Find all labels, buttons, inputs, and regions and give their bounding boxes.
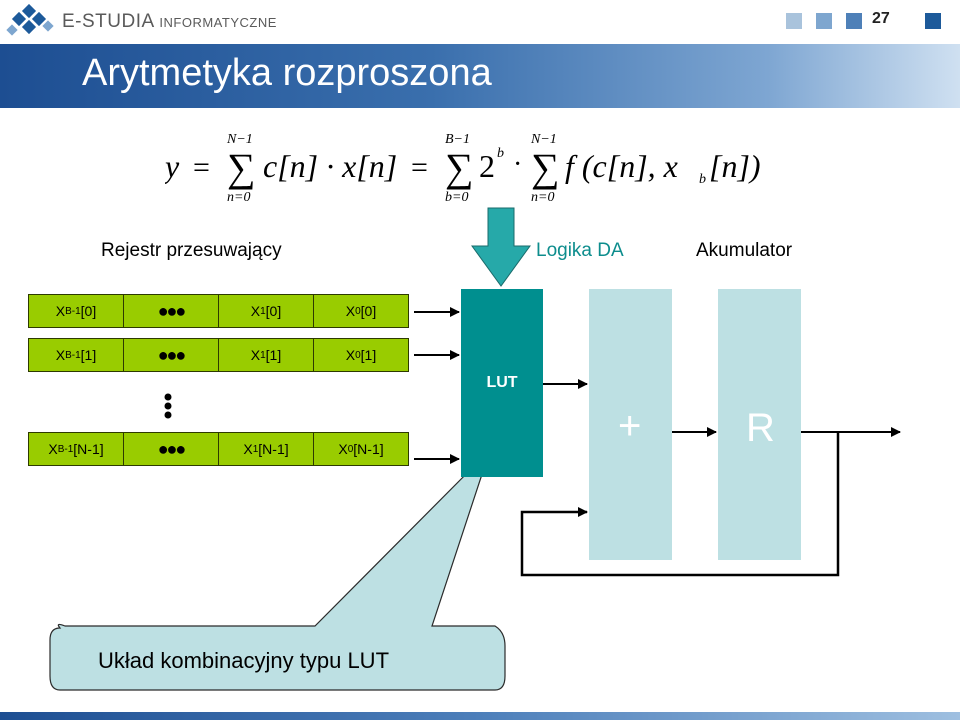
header-square-1: [786, 13, 802, 29]
logo-text: E-STUDIA INFORMATYCZNE: [62, 11, 277, 33]
bottom-bar: [0, 712, 960, 720]
formula-f-sub: b: [699, 172, 706, 187]
lut-label: LUT: [486, 374, 518, 391]
formula-f-end: [n]): [709, 148, 761, 184]
header-square-3: [846, 13, 862, 29]
register-cell-dots: ●●●: [123, 432, 219, 466]
register-block: [718, 289, 801, 560]
adder-block: [589, 289, 672, 560]
logo-icon: [6, 4, 54, 36]
formula-eq1: =: [193, 151, 210, 184]
adder-symbol: +: [618, 404, 642, 448]
formula: y = N−1 ∑ n=0 c[n] · x[n] = B−1 ∑ b=0 2 …: [165, 132, 761, 205]
header-square-2: [816, 13, 832, 29]
formula-lower-n1: n=0: [227, 190, 250, 205]
shift-register-label: Rejestr przesuwający: [101, 240, 282, 261]
logic-da-label: Logika DA: [536, 240, 624, 261]
formula-upper-n1: N−1: [226, 132, 253, 147]
formula-two: 2: [479, 148, 495, 184]
logo-main: E-STUDIA: [62, 11, 154, 32]
formula-lower-n2: n=0: [531, 190, 554, 205]
formula-eq2: =: [411, 151, 428, 184]
formula-sigma3: ∑: [531, 145, 560, 190]
page-number: 27: [872, 10, 890, 27]
vertical-dot-1: [164, 393, 172, 401]
accumulator-label: Akumulator: [696, 240, 793, 261]
register-cell-dots: ●●●: [123, 294, 219, 328]
formula-exp-b: b: [497, 146, 504, 161]
register-cell-dots: ●●●: [123, 338, 219, 372]
header-square-4: [925, 13, 941, 29]
callout-shape: [49, 449, 506, 691]
formula-upper-b: B−1: [445, 132, 470, 147]
callout-text: Układ kombinacyjny typu LUT: [98, 648, 390, 673]
formula-f: f (c[n], x: [565, 148, 678, 184]
lut-block: [461, 289, 543, 477]
formula-lower-b: b=0: [445, 190, 468, 205]
vertical-dot-3: [164, 411, 172, 419]
page-title: Arytmetyka rozproszona: [82, 52, 492, 94]
vertical-dot-2: [164, 402, 172, 410]
formula-sigma2: ∑: [445, 145, 474, 190]
formula-sigma1: ∑: [227, 145, 256, 190]
down-arrow-icon: [471, 207, 531, 287]
formula-y: y: [165, 148, 180, 184]
formula-upper-n2: N−1: [530, 132, 557, 147]
logo-sub: INFORMATYCZNE: [159, 15, 277, 30]
title-bar: [0, 44, 960, 108]
register-symbol: R: [746, 406, 775, 450]
formula-term1: c[n] · x[n]: [263, 148, 397, 184]
formula-dot: ·: [513, 149, 522, 180]
